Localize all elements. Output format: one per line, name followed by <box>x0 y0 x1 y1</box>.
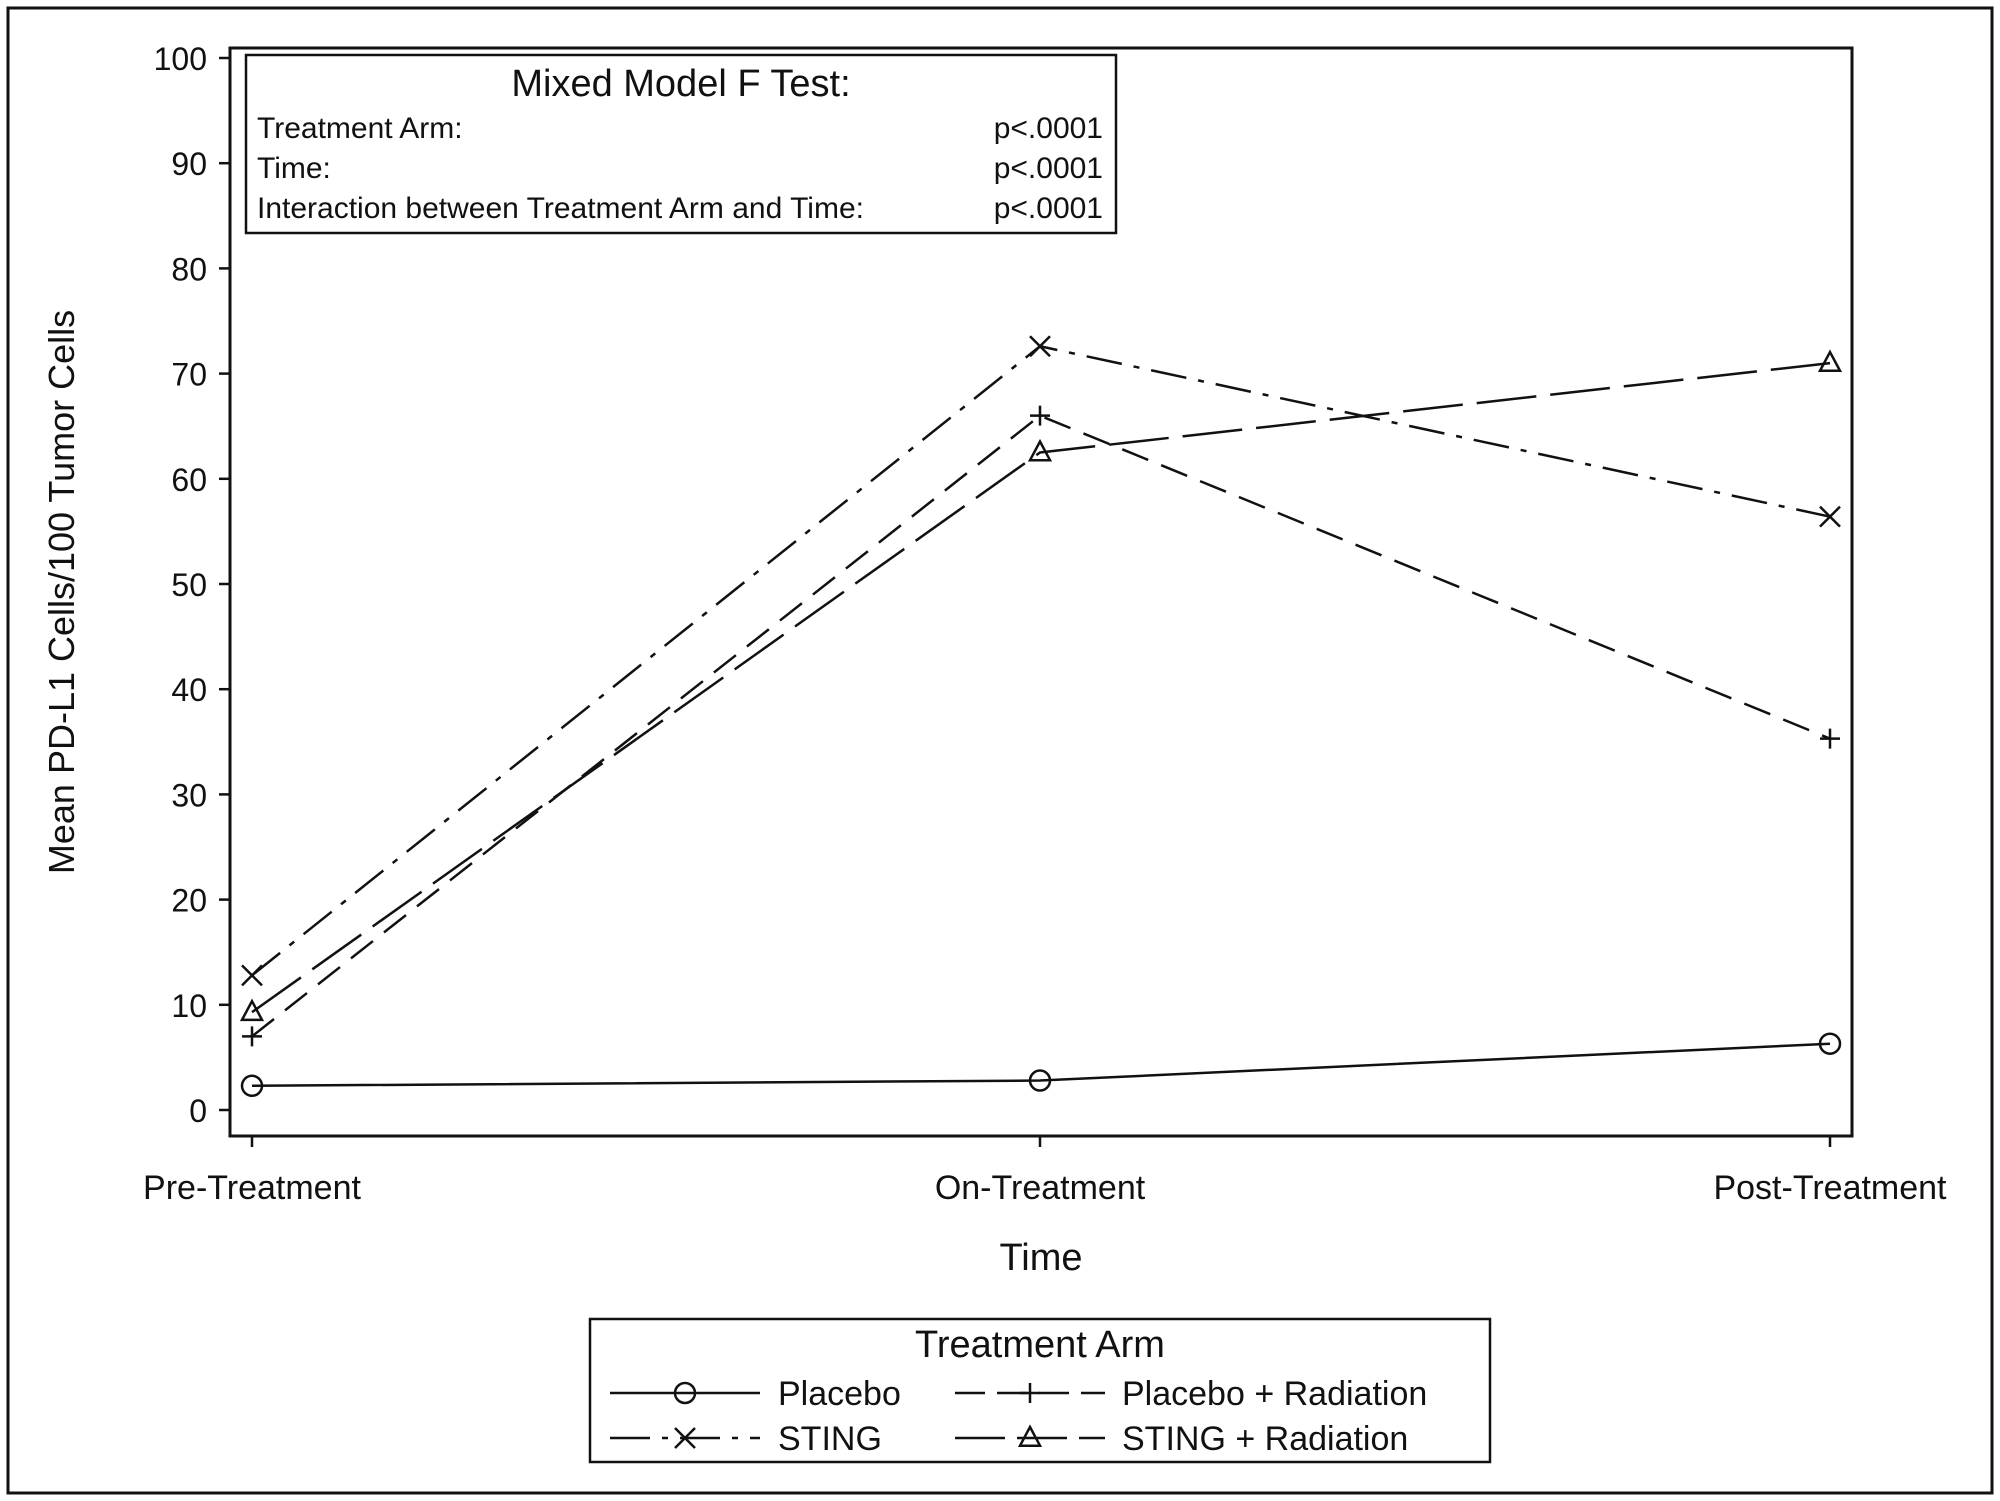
legend-item: Placebo + Radiation <box>955 1375 1427 1413</box>
y-axis: 0 10 20 30 40 50 60 70 80 90 100 <box>154 41 230 1129</box>
data-point <box>1820 728 1840 749</box>
data-point <box>242 1026 262 1047</box>
data-point <box>1029 335 1051 358</box>
legend-marker <box>1017 1424 1043 1447</box>
outer-frame <box>6 6 1994 1495</box>
data-point <box>1817 349 1843 373</box>
inset-row-value: p<.0001 <box>994 192 1103 225</box>
legend-label: Placebo + Radiation <box>1122 1375 1427 1413</box>
y-tick-label: 80 <box>171 251 207 287</box>
inset-title: Mixed Model F Test: <box>511 63 850 105</box>
legend-label: STING <box>778 1420 882 1458</box>
data-point <box>240 1074 264 1098</box>
y-tick-label: 0 <box>189 1093 207 1129</box>
y-tick-label: 40 <box>171 672 207 708</box>
inset-row-label: Time: <box>257 152 331 185</box>
y-tick-label: 90 <box>171 146 207 182</box>
y-axis-label: Mean PD-L1 Cells/100 Tumor Cells <box>41 310 82 874</box>
series-sting-radiation <box>239 349 1843 1022</box>
data-point <box>1819 505 1841 528</box>
legend-item: Placebo <box>610 1375 901 1413</box>
inset-frame <box>244 53 1118 235</box>
series-line <box>251 414 1831 1038</box>
x-tick-label: Pre-Treatment <box>143 1169 361 1207</box>
legend-title: Treatment Arm <box>915 1324 1165 1366</box>
series-placebo-radiation <box>242 405 1840 1047</box>
inset-row-label: Interaction between Treatment Arm and Ti… <box>257 192 864 225</box>
series-sting <box>241 335 1841 987</box>
series-line <box>251 1042 1831 1088</box>
x-axis-label: Time <box>999 1237 1082 1279</box>
legend-marker <box>673 1381 697 1405</box>
data-point <box>1028 1069 1052 1092</box>
inset-row-label: Treatment Arm: <box>257 112 463 145</box>
data-point <box>1818 1032 1842 1055</box>
y-tick-label: 60 <box>171 462 207 498</box>
y-tick-label: 30 <box>171 777 207 813</box>
y-tick-label: 20 <box>171 883 207 919</box>
legend-marker <box>674 1427 696 1449</box>
series-layer <box>239 335 1843 1098</box>
inset-row-value: p<.0001 <box>994 152 1103 185</box>
stats-inset: Mixed Model F Test: Treatment Arm: p<.00… <box>244 53 1118 235</box>
series-placebo <box>240 1032 1842 1098</box>
x-tick-label: On-Treatment <box>935 1169 1146 1207</box>
y-tick-label: 50 <box>171 567 207 603</box>
legend-item: STING + Radiation <box>955 1420 1408 1458</box>
legend-label: Placebo <box>778 1375 901 1413</box>
y-tick-label: 10 <box>171 988 207 1024</box>
data-point <box>1030 405 1050 426</box>
x-tick-label: Post-Treatment <box>1713 1169 1947 1207</box>
y-tick-label: 70 <box>171 357 207 393</box>
y-tick-label: 100 <box>154 41 207 77</box>
legend-label: STING + Radiation <box>1122 1420 1408 1458</box>
data-point <box>241 964 263 987</box>
series-line <box>251 361 1831 1014</box>
legend: Treatment Arm Placebo Placebo + Radiation… <box>588 1317 1492 1464</box>
legend-marker <box>1020 1383 1040 1403</box>
legend-item: STING <box>610 1420 882 1458</box>
data-point <box>1027 438 1053 462</box>
inset-row-value: p<.0001 <box>994 112 1103 145</box>
data-point <box>239 998 265 1022</box>
x-axis: Pre-Treatment On-Treatment Post-Treatment <box>143 1136 1947 1207</box>
